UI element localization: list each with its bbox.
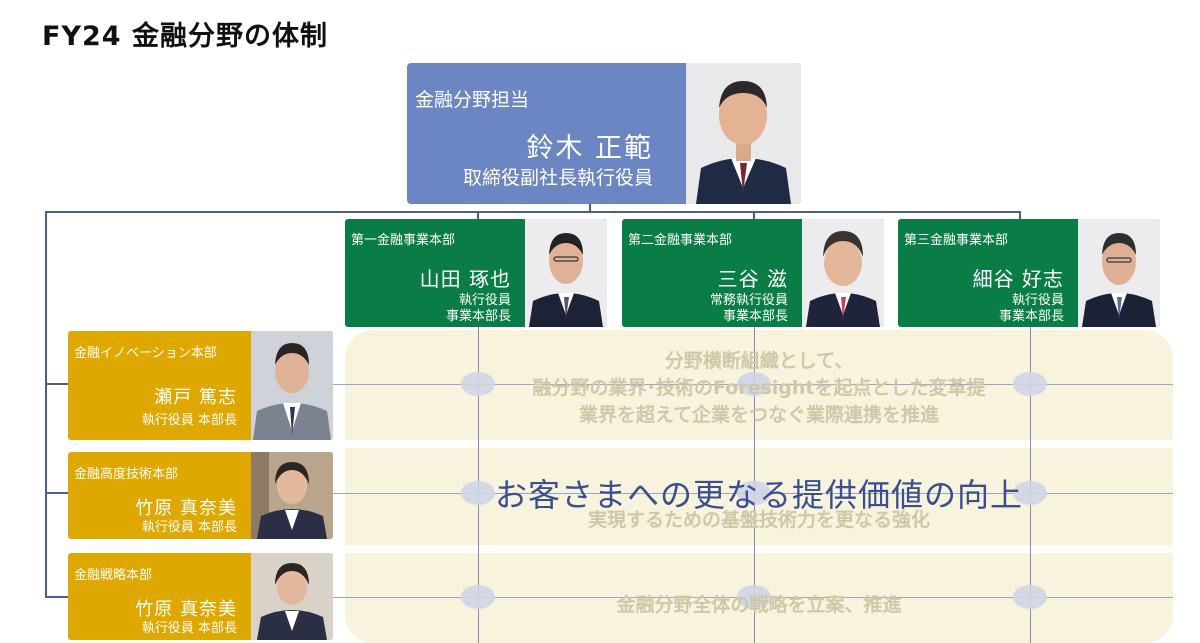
head-role: 金融分野担当 [415,89,530,111]
division-photo [1078,219,1160,327]
cross-unit-box-1: 金融イノベーション本部 瀬戸 篤志 執行役員 本部長 [68,331,333,440]
intersection-dot [461,481,495,505]
division-box-1: 第一金融事業本部 山田 琢也 執行役員 事業本部長 [345,219,607,327]
division-title: 執行役員 [1011,293,1064,308]
head-title: 取締役副社長執行役員 [462,167,653,189]
intersection-dot [1013,372,1047,396]
cross-unit-name: 竹原 真奈美 [135,599,237,620]
connector-cross3 [45,596,68,598]
division-box-2: 第二金融事業本部 三谷 滋 常務執行役員 事業本部長 [622,219,884,327]
connector-top-horizontal [45,211,1020,213]
band-text-1: 分野横断組織として、 [664,350,854,372]
intersection-dot [461,585,495,609]
band-text-4: 実現するための基盤技術力を更なる強化 [587,509,930,531]
division-subtitle: 事業本部長 [998,309,1064,324]
band-divider [345,545,1173,553]
cross-unit-title: 執行役員 本部長 [141,520,237,535]
head-box: 金融分野担当 鈴木 正範 取締役副社長執行役員 [407,63,801,204]
division-photo [802,219,884,327]
division-dept: 第二金融事業本部 [628,233,733,248]
division-subtitle: 事業本部長 [445,309,511,324]
intersection-dot [1013,585,1047,609]
connector-cross1 [45,383,68,385]
division-dept: 第一金融事業本部 [351,233,456,248]
division-name: 三谷 滋 [717,267,788,291]
connector-div1 [477,211,479,219]
cross-unit-box-2: 金融高度技術本部 竹原 真奈美 執行役員 本部長 [68,452,333,539]
cross-unit-title: 執行役員 本部長 [141,413,237,428]
band-text-5: 金融分野全体の戦略を立案、推進 [616,594,902,616]
intersection-dot [737,481,771,505]
division-title: 常務執行役員 [709,293,788,308]
cross-unit-name: 竹原 真奈美 [135,498,237,519]
division-name: 山田 琢也 [419,267,511,291]
connector-left-vertical [45,211,47,597]
cross-unit-dept: 金融戦略本部 [74,568,153,583]
connector-div3 [1019,211,1021,219]
connector-cross2 [45,492,68,494]
connector-main-vertical [589,204,591,212]
head-name: 鈴木 正範 [526,133,653,164]
cross-unit-photo [251,452,333,539]
intersection-dot [737,372,771,396]
intersection-dot [737,585,771,609]
cross-unit-title: 執行役員 本部長 [141,621,237,636]
cross-unit-photo [251,331,333,440]
intersection-dot [1013,481,1047,505]
division-dept: 第三金融事業本部 [904,233,1009,248]
cross-unit-box-3: 金融戦略本部 竹原 真奈美 執行役員 本部長 [68,553,333,640]
connector-div2 [753,211,755,219]
division-name: 細谷 好志 [972,267,1064,291]
band-divider [345,440,1173,448]
intersection-dot [461,372,495,396]
head-photo [686,63,801,204]
cross-unit-dept: 金融高度技術本部 [74,467,179,482]
band-text-2: 融分野の業界･技術のForesightを起点とした変革提 [532,377,986,399]
band-text-3: 業界を超えて企業をつなぐ業際連携を推進 [578,404,940,426]
page-title: FY24 金融分野の体制 [42,21,328,52]
division-photo [525,219,607,327]
division-subtitle: 事業本部長 [722,309,788,324]
division-box-3: 第三金融事業本部 細谷 好志 執行役員 事業本部長 [898,219,1160,327]
headline-text: お客さまへの更なる提供価値の向上 [494,476,1023,514]
cross-unit-dept: 金融イノベーション本部 [74,346,217,361]
cross-unit-name: 瀬戸 篤志 [154,387,237,408]
cross-unit-photo [251,553,333,640]
division-title: 執行役員 [458,293,511,308]
